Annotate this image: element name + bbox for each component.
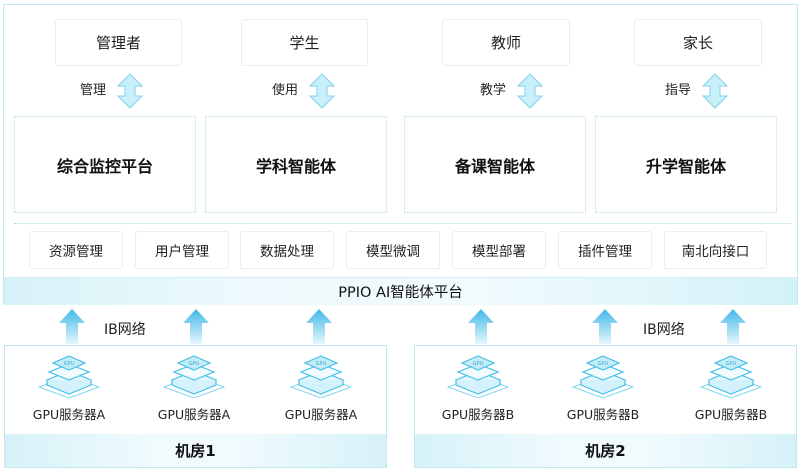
module-label: 模型部署	[472, 244, 526, 260]
relation-label-manage: 管理	[80, 83, 107, 98]
gpu-server: GPU服务器A	[271, 354, 371, 423]
network-label-left: IB网络	[104, 322, 146, 338]
module-user-management: 用户管理	[135, 231, 229, 269]
server-label: GPU服务器A	[157, 407, 231, 422]
module-data-processing: 数据处理	[240, 231, 334, 269]
module-model-deploy: 模型部署	[452, 231, 546, 269]
agent-label: 升学智能体	[645, 156, 726, 176]
role-teacher: 教师	[442, 19, 570, 66]
up-arrow-icon	[306, 309, 332, 344]
gpu-server-icon	[289, 354, 353, 398]
server-label: GPU服务器B	[441, 407, 515, 422]
agent-subject: 学科智能体	[205, 116, 387, 213]
server-label: GPU服务器A	[32, 407, 106, 422]
relation-label-use: 使用	[272, 83, 299, 98]
agent-label: 综合监控平台	[56, 156, 153, 176]
server-label: GPU服务器B	[566, 407, 640, 422]
agent-admission: 升学智能体	[595, 116, 777, 213]
module-plugin-management: 插件管理	[558, 231, 652, 269]
relation-label-teach: 教学	[480, 83, 507, 98]
role-label: 学生	[289, 34, 320, 52]
platform-title: PPIO AI智能体平台	[338, 285, 463, 301]
room-title: 机房1	[175, 442, 216, 460]
room-title-bar: 机房1	[5, 434, 386, 467]
gpu-server: GPU服务器A	[144, 354, 244, 423]
role-parent: 家长	[634, 19, 762, 66]
double-arrow-icon	[308, 73, 336, 109]
network-label-right: IB网络	[643, 322, 685, 338]
role-label: 教师	[490, 34, 521, 52]
up-arrow-icon	[183, 309, 209, 344]
server-room-1: GPU服务器A GPU服务器A GPU服务器A 机房1	[4, 345, 387, 468]
module-label: 南北向接口	[681, 244, 750, 260]
module-label: 资源管理	[49, 244, 103, 260]
up-arrow-icon	[59, 309, 85, 344]
gpu-server: GPU服务器B	[681, 354, 781, 423]
role-label: 管理者	[95, 34, 141, 52]
role-label: 家长	[682, 34, 713, 52]
relation-label-guide: 指导	[665, 83, 692, 98]
layer-divider	[14, 223, 792, 224]
double-arrow-icon	[701, 73, 729, 109]
gpu-server-icon	[699, 354, 763, 398]
module-label: 模型微调	[366, 244, 420, 260]
server-label: GPU服务器A	[284, 407, 358, 422]
up-arrow-icon	[468, 309, 494, 344]
agent-monitoring-platform: 综合监控平台	[14, 116, 196, 213]
gpu-server-icon	[571, 354, 635, 398]
up-arrow-icon	[720, 309, 746, 344]
gpu-server-icon	[446, 354, 510, 398]
double-arrow-icon	[116, 73, 144, 109]
module-api-interface: 南北向接口	[664, 231, 767, 269]
server-room-2: GPU服务器B GPU服务器B GPU服务器B 机房2	[414, 345, 797, 468]
module-label: 数据处理	[260, 244, 314, 260]
module-resource-management: 资源管理	[29, 231, 123, 269]
role-admin: 管理者	[55, 19, 182, 66]
up-arrow-icon	[592, 309, 618, 344]
module-model-finetune: 模型微调	[346, 231, 440, 269]
room-title: 机房2	[585, 442, 626, 460]
gpu-server-icon	[162, 354, 226, 398]
server-label: GPU服务器B	[694, 407, 768, 422]
agent-label: 学科智能体	[255, 156, 336, 176]
gpu-server: GPU服务器B	[428, 354, 528, 423]
role-student: 学生	[241, 19, 368, 66]
module-label: 用户管理	[155, 244, 209, 260]
gpu-server: GPU服务器B	[553, 354, 653, 423]
gpu-server-icon	[37, 354, 101, 398]
module-label: 插件管理	[578, 244, 632, 260]
room-title-bar: 机房2	[415, 434, 796, 467]
agent-lesson-prep: 备课智能体	[404, 116, 586, 213]
agent-label: 备课智能体	[454, 156, 535, 176]
gpu-server: GPU服务器A	[19, 354, 119, 423]
double-arrow-icon	[516, 73, 544, 109]
platform-banner: PPIO AI智能体平台	[4, 277, 797, 305]
